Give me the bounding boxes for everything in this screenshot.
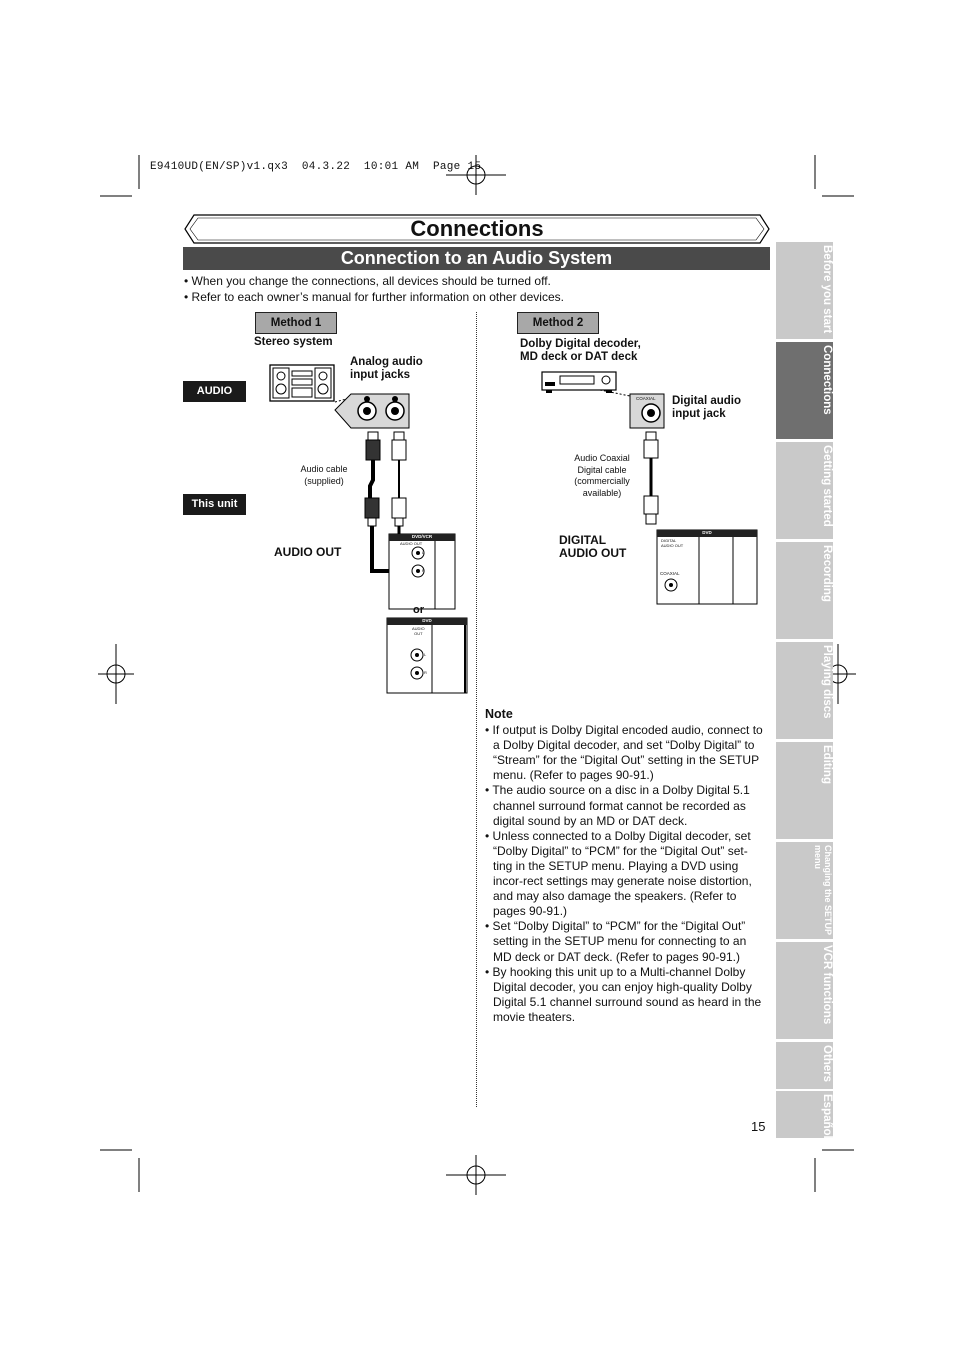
column-divider (476, 312, 477, 1107)
panel2-sub: AUDIO OUT (412, 626, 425, 636)
unit-panel-digital (656, 529, 758, 605)
note-section: Note • If output is Dolby Digital encode… (485, 707, 767, 1025)
note-item: • By hooking this unit up to a Multi-cha… (485, 964, 762, 1024)
panel3-coaxial: COAXIAL (660, 571, 680, 576)
panel1-jack-l: L (422, 550, 425, 555)
method1-label: Method 1 (255, 312, 337, 334)
section-title: Connection to an Audio System (183, 247, 770, 270)
panel1-sub: AUDIO OUT (400, 541, 423, 546)
side-tab-recording[interactable]: Recording (776, 542, 833, 639)
panel3-sub: DIGITAL AUDIO OUT (661, 538, 684, 548)
analog-jacks-label: Analog audio input jacks (350, 356, 423, 381)
note-item: • If output is Dolby Digital encoded aud… (485, 723, 763, 783)
digital-input-label: Digital audio input jack (672, 395, 741, 420)
print-slug: E9410UD(EN/SP)v1.qx3 04.3.22 10:01 AM Pa… (150, 161, 482, 173)
note-item: • Unless connected to a Dolby Digital de… (485, 828, 752, 919)
note-item: • Set “Dolby Digital” to “PCM” for the “… (485, 919, 747, 964)
method2-diagram (599, 389, 665, 525)
page-title: Connections (410, 216, 544, 241)
stereo-system-icon (269, 364, 335, 402)
coaxial-small-label: COAXIAL (636, 396, 656, 401)
intro-bullets: • When you change the connections, all d… (184, 273, 774, 305)
side-tab-vcr-functions[interactable]: VCR functions (776, 942, 833, 1039)
decoder-label: Dolby Digital decoder, MD deck or DAT de… (520, 338, 641, 363)
digital-audio-out-label: DIGITAL AUDIO OUT (559, 533, 627, 560)
method1-diagram (334, 393, 411, 573)
or-label: or (413, 604, 424, 616)
panel1-jack-r: R (422, 568, 425, 573)
method2-label: Method 2 (517, 312, 599, 334)
side-tab-others[interactable]: Others (776, 1042, 833, 1089)
intro-bullet: • Refer to each owner’s manual for furth… (184, 290, 564, 304)
page-number: 15 (751, 1119, 766, 1134)
panel3-header: DVD (702, 530, 712, 535)
unit-panel-dvdvcr (388, 533, 456, 610)
side-tab-connections[interactable]: Connections (776, 342, 833, 439)
side-tab-playing-discs[interactable]: Playing discs (776, 642, 833, 739)
audio-out-label: AUDIO OUT (274, 545, 342, 559)
audio-tag: AUDIO (183, 381, 246, 402)
side-tab-before-you-start[interactable]: Before you start (776, 242, 833, 339)
unit-panel-dvd (386, 617, 468, 694)
panel2-header: DVD (422, 618, 432, 623)
side-tab-espanol[interactable]: Español (776, 1091, 833, 1139)
side-tab-setup-menu[interactable]: Changing the SETUP menu (776, 842, 833, 939)
note-item: • The audio source on a disc in a Dolby … (485, 783, 750, 828)
panel1-header: DVD/VCR (411, 534, 433, 539)
panel2-jack-r: R (424, 670, 427, 675)
intro-bullet: • When you change the connections, all d… (184, 274, 551, 288)
panel2-jack-l: L (424, 652, 427, 657)
this-unit-tag: This unit (183, 494, 246, 515)
side-tab-editing[interactable]: Editing (776, 742, 833, 839)
title-banner (184, 214, 770, 244)
audio-cable-label: Audio cable (supplied) (300, 464, 348, 486)
side-tab-getting-started[interactable]: Getting started (776, 442, 833, 539)
stereo-system-label: Stereo system (254, 336, 333, 348)
coaxial-cable-label: Audio Coaxial Digital cable (commerciall… (574, 453, 630, 498)
note-title: Note (485, 707, 513, 721)
